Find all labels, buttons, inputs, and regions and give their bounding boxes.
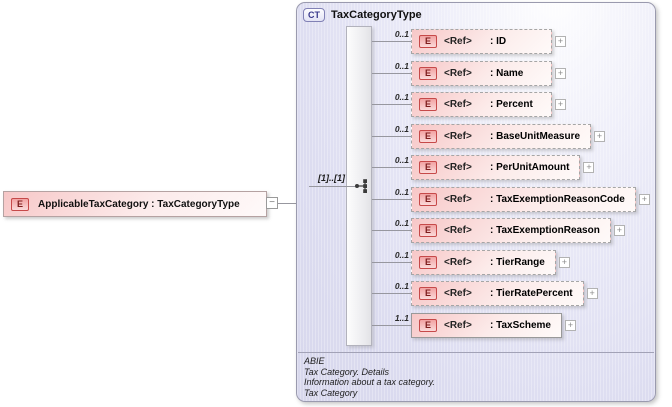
cardinality-label: 0..1 (394, 124, 409, 134)
element-name: : TierRatePercent (490, 287, 573, 299)
ref-label: <Ref> (444, 161, 472, 173)
cardinality-label: 0..1 (394, 281, 409, 291)
element-icon: E (419, 97, 437, 111)
element-node-per-unit-amount[interactable]: E <Ref> : PerUnitAmount (411, 154, 581, 180)
element-icon: E (419, 223, 437, 237)
expand-toggle-icon[interactable]: + (555, 35, 566, 47)
cardinality-label: 0..1 (394, 250, 409, 260)
ref-label: <Ref> (444, 35, 472, 47)
expand-toggle-icon[interactable]: + (586, 287, 598, 299)
element-node-tier-range[interactable]: E <Ref> : TierRange (411, 249, 556, 275)
connector-line (372, 262, 411, 263)
complex-type-title: TaxCategoryType (331, 9, 422, 21)
element-name: : TaxScheme (490, 319, 551, 331)
connector-line (372, 41, 411, 42)
annotation-line: ABIE (304, 356, 325, 366)
element-icon: E (419, 286, 437, 300)
element-name: : TaxExemptionReason (490, 224, 600, 236)
ref-label: <Ref> (444, 224, 472, 236)
element-icon: E (419, 255, 437, 269)
element-icon: E (419, 129, 437, 143)
ref-label: <Ref> (444, 67, 472, 79)
element-node-tax-exemption-reason-code[interactable]: E <Ref> : TaxExemptionReasonCode (411, 186, 636, 212)
connector-line (372, 167, 411, 168)
element-node-tax-scheme[interactable]: E <Ref> : TaxScheme (411, 312, 562, 338)
complex-type-box-tax-category-type: CT TaxCategoryType [1]..[1] 0..1 E <Ref> (296, 2, 656, 402)
element-icon: E (419, 66, 437, 80)
element-icon: E (419, 192, 437, 206)
ref-label: <Ref> (444, 319, 472, 331)
expand-toggle-icon[interactable]: + (555, 98, 566, 110)
ref-label: <Ref> (444, 287, 472, 299)
element-icon: E (11, 197, 29, 211)
element-name: : BaseUnitMeasure (490, 130, 581, 142)
complex-type-header: CT TaxCategoryType (303, 8, 422, 22)
cardinality-label: 0..1 (394, 218, 409, 228)
element-node-name[interactable]: E <Ref> : Name (411, 60, 552, 86)
expand-toggle-icon[interactable]: + (564, 319, 576, 331)
annotation-line: Information about a tax category. (304, 377, 435, 387)
cardinality-label: 0..1 (394, 155, 409, 165)
element-node-percent[interactable]: E <Ref> : Percent (411, 91, 552, 117)
connector-line (372, 104, 411, 105)
element-name: : Percent (490, 98, 533, 110)
element-node-tier-rate-percent[interactable]: E <Ref> : TierRatePercent (411, 280, 584, 306)
element-name: : ID (490, 35, 507, 47)
cardinality-label: 0..1 (394, 61, 409, 71)
annotation-line: Tax Category (304, 387, 358, 398)
annotation-line: Tax Category. Details (304, 366, 390, 377)
collapse-toggle-icon[interactable]: − (266, 197, 278, 209)
cardinality-label: 0..1 (394, 29, 409, 39)
expand-toggle-icon[interactable]: + (638, 193, 650, 205)
element-icon: E (419, 318, 437, 332)
expand-toggle-icon[interactable]: + (555, 67, 566, 79)
cardinality-label: 1..1 (394, 313, 409, 323)
annotation-block: ABIE Tax Category. Details Information a… (304, 356, 435, 398)
element-icon: E (419, 34, 437, 48)
sequence-icon[interactable] (354, 178, 372, 199)
element-node-base-unit-measure[interactable]: E <Ref> : BaseUnitMeasure (411, 123, 592, 149)
element-name: : PerUnitAmount (490, 161, 570, 173)
element-node-tax-exemption-reason[interactable]: E <Ref> : TaxExemptionReason (411, 217, 611, 243)
expand-toggle-icon[interactable]: + (558, 256, 570, 268)
element-node-label: ApplicableTaxCategory : TaxCategoryType (38, 198, 240, 210)
element-node-id[interactable]: E <Ref> : ID (411, 28, 552, 54)
ref-label: <Ref> (444, 130, 472, 142)
connector-line (372, 325, 411, 326)
connector-line (372, 136, 411, 137)
connector-line (278, 203, 296, 204)
connector-line (309, 186, 355, 187)
ref-label: <Ref> (444, 98, 472, 110)
cardinality-label: 0..1 (394, 187, 409, 197)
expand-toggle-icon[interactable]: + (594, 130, 606, 142)
element-name: : TierRange (490, 256, 545, 268)
complex-type-icon: CT (303, 8, 325, 22)
expand-toggle-icon[interactable]: + (613, 224, 625, 236)
element-name: : TaxExemptionReasonCode (490, 193, 625, 205)
connector-line (372, 199, 411, 200)
cardinality-label: 0..1 (394, 92, 409, 102)
ref-label: <Ref> (444, 256, 472, 268)
annotation-divider (298, 352, 654, 353)
element-node-applicable-tax-category[interactable]: E ApplicableTaxCategory : TaxCategoryTyp… (3, 191, 267, 217)
connector-line (372, 73, 411, 74)
connector-line (372, 230, 411, 231)
element-icon: E (419, 160, 437, 174)
connector-line (372, 293, 411, 294)
root-cardinality-label: [1]..[1] (318, 173, 345, 183)
ref-label: <Ref> (444, 193, 472, 205)
element-name: : Name (490, 67, 524, 79)
expand-toggle-icon[interactable]: + (583, 161, 595, 173)
